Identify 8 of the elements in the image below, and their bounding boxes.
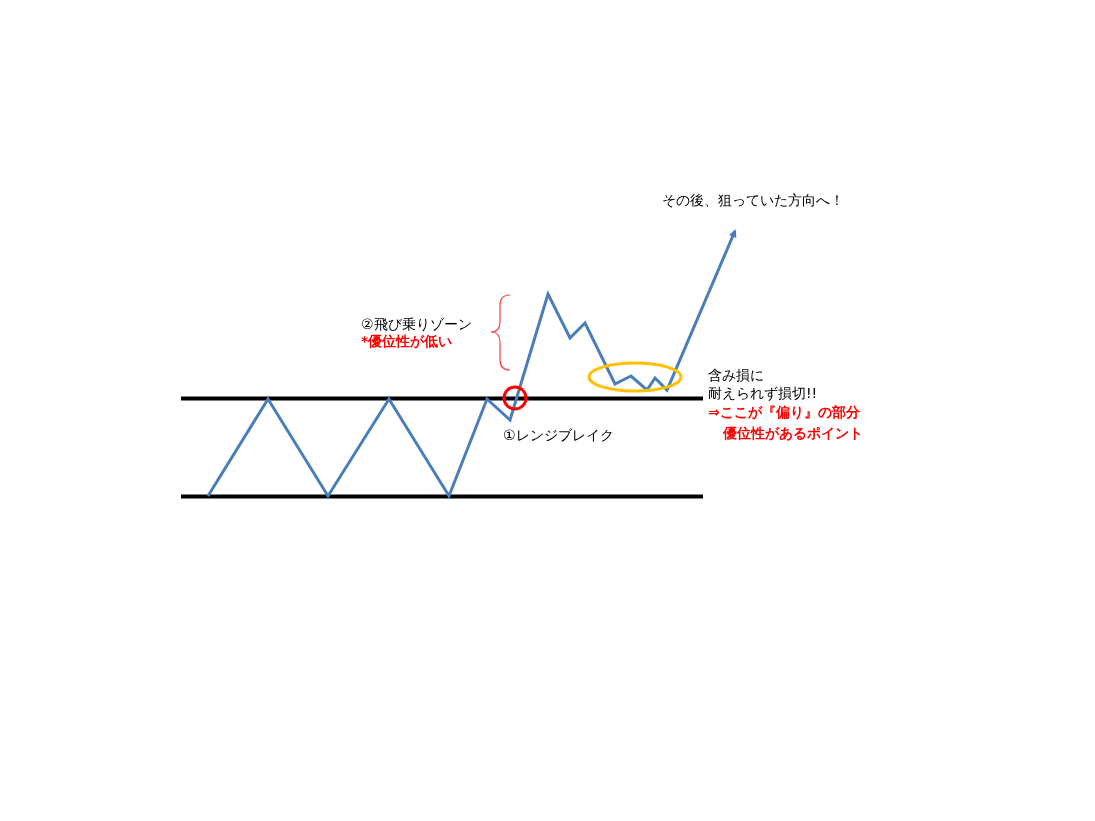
note-text: その後、狙っていた方向へ！ — [662, 192, 844, 209]
note-text: ⇒ここが『偏り』の部分 — [708, 404, 860, 421]
note-text: 耐えられず損切!! — [708, 385, 818, 402]
note-text: *優位性が低い — [361, 333, 453, 350]
note-text: 優位性があるポイント — [723, 425, 863, 442]
note-text: 含み損に — [708, 367, 764, 384]
breakout-label: ①レンジブレイク — [503, 427, 614, 444]
zone-label: ②飛び乗りゾーン — [361, 316, 472, 333]
